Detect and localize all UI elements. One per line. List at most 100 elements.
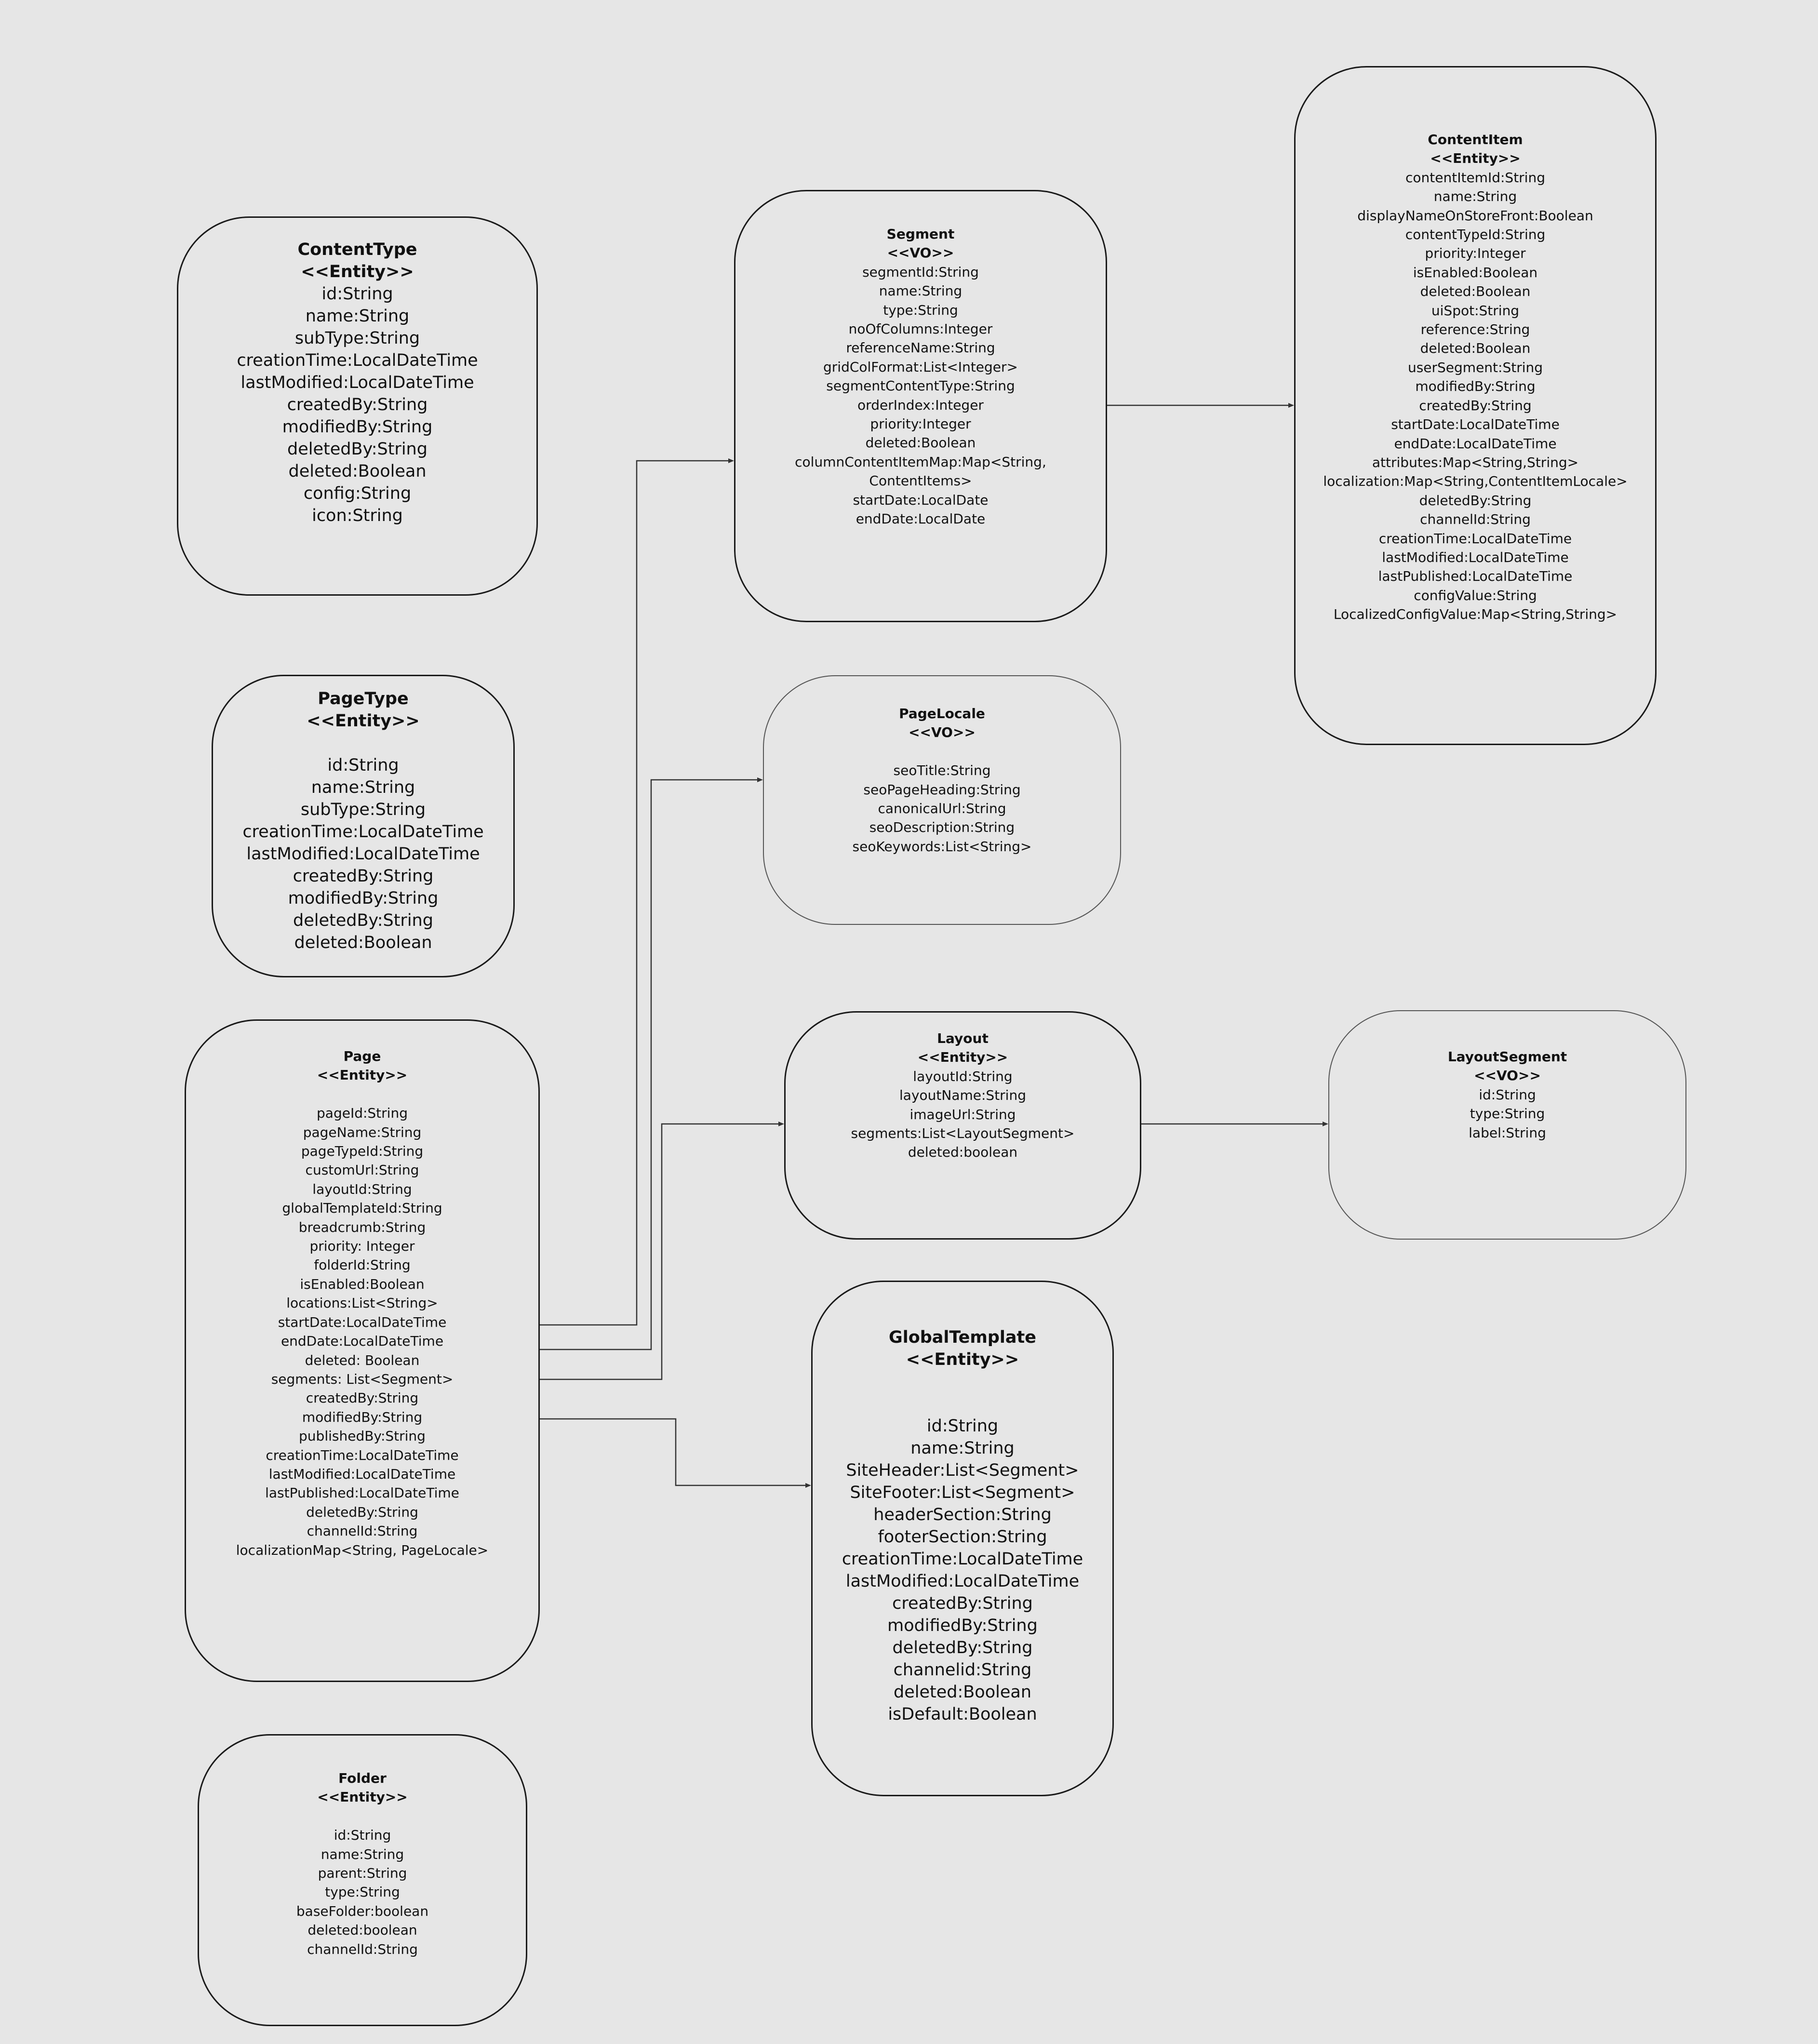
contentitem-entity[interactable]: ContentItem <<Entity>> contentItemId:Str… [1294,66,1657,745]
entity-attribute: isEnabled:Boolean [1413,264,1538,281]
entity-attribute: columnContentItemMap:Map<String, [795,454,1046,470]
entity-attribute: displayNameOnStoreFront:Boolean [1357,207,1593,224]
entity-attribute: id:String [1479,1086,1536,1103]
entity-attribute: deletedBy:String [306,1504,418,1520]
entity-attribute: isDefault:Boolean [888,1705,1037,1724]
entity-attribute: headerSection:String [873,1505,1052,1524]
entity-attribute: name:String [1433,188,1517,205]
entity-attribute: folderId:String [314,1257,411,1273]
entity-attribute: deleted:Boolean [288,462,427,481]
entity-attribute [186,1085,538,1104]
entity-attribute [813,1393,1112,1415]
entity-attribute: segments:List<LayoutSegment> [851,1125,1075,1142]
entity-stereotype: <<VO>> [887,245,954,261]
entity-stereotype: <<Entity>> [906,1350,1019,1369]
edge-page-globaltemplate [540,1418,806,1486]
entity-attribute: footerSection:String [878,1527,1047,1547]
entity-attribute: startDate:LocalDateTime [278,1314,447,1330]
entity-attribute: deletedBy:String [1419,492,1532,508]
attribute-list: id:String type:String label:String [1329,1085,1685,1142]
entity-attribute: lastPublished:LocalDateTime [265,1485,459,1501]
entity-stereotype: <<Entity>> [317,1067,408,1083]
edge-page-layout [540,1123,779,1380]
entity-attribute [764,742,1120,761]
entity-attribute: orderIndex:Integer [857,397,984,413]
entity-attribute: gridColFormat:List<Integer> [823,359,1018,375]
entity-attribute: configValue:String [1414,587,1537,603]
entity-attribute: segments: List<Segment> [271,1371,454,1387]
entity-attribute: modifiedBy:String [1415,378,1536,395]
entity-attribute: segmentId:String [862,264,979,280]
entity-attribute: id:String [334,1827,391,1844]
entity-attribute: lastModified:LocalDateTime [845,1572,1080,1591]
entity-title: Layout [937,1030,989,1046]
globaltemplate-entity[interactable]: GlobalTemplate <<Entity>> id:String name:… [811,1281,1114,1796]
entity-attribute: locations:List<String> [286,1295,438,1311]
entity-attribute: uiSpot:String [1431,302,1520,319]
entity-attribute: type:String [1470,1106,1545,1122]
entity-attribute: id:String [321,284,393,304]
entity-attribute: icon:String [312,506,403,525]
entity-attribute: type:String [325,1884,400,1900]
entity-title: Folder [338,1770,387,1786]
entity-attribute: priority:Integer [1425,245,1526,262]
entity-attribute: noOfColumns:Integer [848,321,993,337]
entity-attribute: channelId:String [307,1523,418,1539]
entity-attribute: type:String [883,302,958,318]
entity-attribute: isEnabled:Boolean [300,1276,425,1292]
entity-attribute: segmentContentType:String [826,378,1015,394]
entity-attribute: name:String [879,283,962,299]
segment-vo[interactable]: Segment <<VO>> segmentId:String name:Stri… [734,190,1107,622]
entity-attribute: priority: Integer [309,1238,415,1255]
entity-title: LayoutSegment [1447,1049,1567,1065]
entity-attribute: deleted: Boolean [305,1352,420,1368]
entity-title: Segment [886,226,955,242]
entity-attribute: priority:Integer [870,416,971,432]
entity-attribute: creationTime:LocalDateTime [1378,530,1572,547]
entity-attribute: name:String [910,1439,1015,1458]
entity-attribute: channelId:String [307,1941,418,1957]
entity-title: ContentItem [1428,132,1523,147]
entity-attribute: localization:Map<String,ContentItemLocal… [1323,473,1628,490]
entity-attribute: createdBy:String [306,1390,419,1406]
entity-attribute: contentItemId:String [1405,169,1545,186]
entity-attribute: label:String [1469,1124,1546,1141]
edge-page-segment [540,460,729,1326]
entity-attribute: contentTypeId:String [1405,227,1546,243]
entity-attribute: name:String [305,307,410,326]
arrowhead-segment [728,458,734,463]
entity-attribute: seoPageHeading:String [863,781,1021,798]
entity-title: GlobalTemplate [888,1328,1036,1347]
entity-attribute: deletedBy:String [287,440,428,459]
entity-attribute: startDate:LocalDateTime [1391,416,1560,433]
entity-attribute: publishedBy:String [299,1428,426,1444]
entity-attribute: lastModified:LocalDateTime [268,1466,456,1482]
entity-attribute: channelid:String [893,1660,1032,1680]
entity-attribute: modifiedBy:String [288,889,439,908]
entity-attribute: baseFolder:boolean [296,1903,429,1919]
entity-attribute: creationTime:LocalDateTime [242,822,484,842]
entity-attribute: parent:String [318,1865,407,1882]
arrowhead-pagelocale [757,777,763,782]
arrowhead-layout [778,1122,784,1126]
entity-attribute: pageId:String [317,1105,408,1122]
entity-attribute: modifiedBy:String [302,1409,423,1425]
entity-attribute: id:String [926,1416,999,1436]
entity-attribute: LocalizedConfigValue:Map<String,String> [1333,606,1617,623]
entity-attribute: userSegment:String [1407,359,1543,375]
entity-attribute: channelId:String [1420,511,1531,528]
